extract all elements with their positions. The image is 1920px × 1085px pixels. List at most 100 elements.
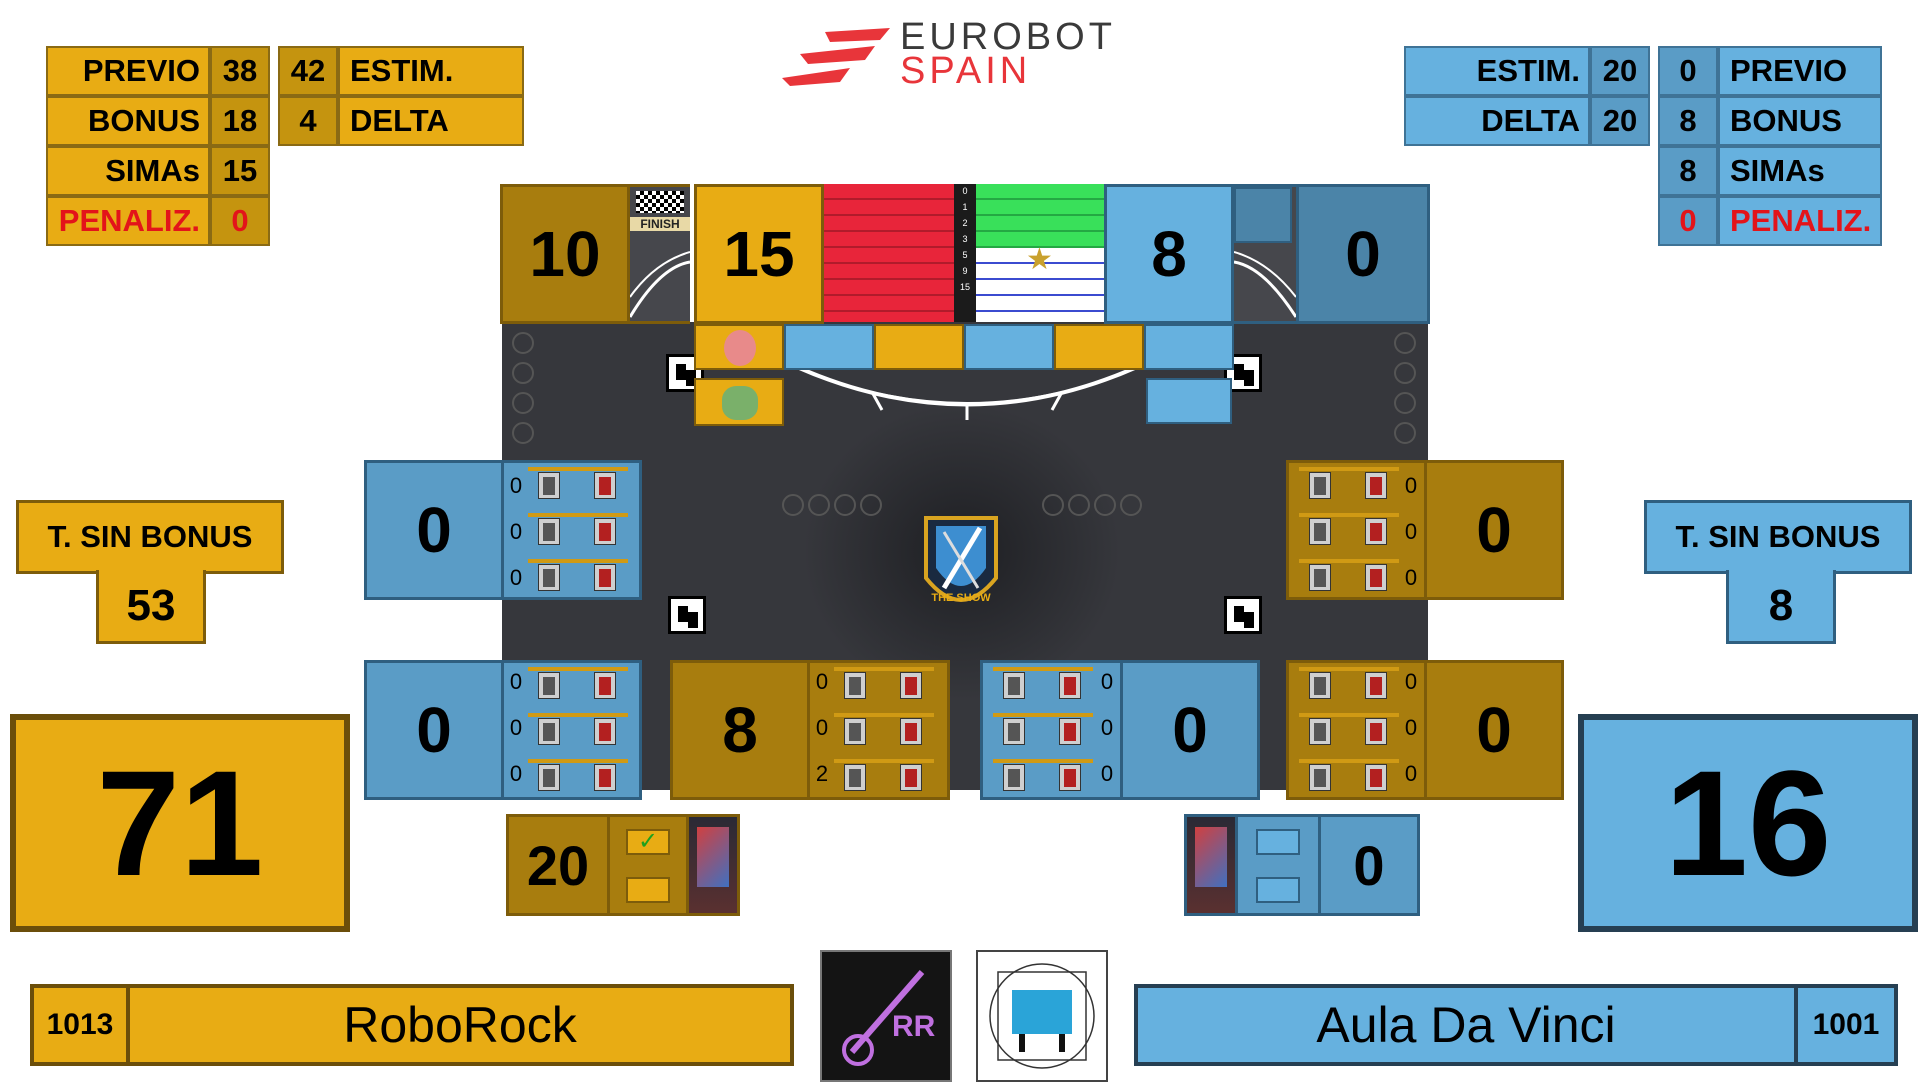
blue-t-sin-bonus-number: 8	[1768, 580, 1794, 630]
blue-team-name-text: Aula Da Vinci	[1316, 997, 1616, 1053]
guitar-gear-icon: RR	[842, 970, 936, 1066]
yellow-t-sin-bonus-label-text: T. SIN BONUS	[47, 519, 253, 554]
yellow-finish-area: FINISH	[630, 184, 690, 324]
yellow-team-name-text: RoboRock	[343, 997, 577, 1053]
yellow-stats-panel: PREVIO 38 BONUS 18 SIMAs 15 PENALIZ. 0 4…	[46, 46, 524, 252]
blue-t-sin-bonus-value: 8	[1726, 570, 1836, 644]
left-upper-shelves: 0 0 0	[504, 460, 642, 600]
blue-team-number: 1001	[1798, 984, 1898, 1066]
can-shelf-icon	[1299, 513, 1399, 545]
can-shelf-icon	[834, 713, 934, 745]
can-shelf-icon	[528, 667, 628, 699]
scale-label: 9	[962, 266, 968, 276]
left-upper-zone-value: 0	[416, 494, 452, 566]
aruco-marker-icon	[1224, 596, 1262, 634]
blue-total-value: 16	[1664, 738, 1832, 907]
yellow-total-score: 71	[10, 714, 350, 932]
yellow-t-sin-bonus-number: 53	[126, 580, 176, 630]
blue-top-zone-value: 0	[1345, 218, 1381, 290]
field-hole	[512, 422, 534, 444]
shelf-count: 0	[815, 715, 829, 740]
star-icon: ★	[1026, 243, 1053, 276]
eurobot-swoosh-icon	[782, 28, 890, 86]
shelf-count: 0	[509, 669, 523, 694]
score-scale: 0 1 2 3 5 9 15	[954, 184, 976, 322]
yellow-simas-value: 15	[210, 146, 270, 196]
shelf-count: 0	[1100, 715, 1114, 740]
green-filled-bars	[976, 184, 1104, 248]
shelf-count: 0	[1404, 669, 1418, 694]
blue-simas-label: SIMAs	[1718, 146, 1882, 196]
shelf-count: 0	[509, 715, 523, 740]
field-hole	[512, 332, 534, 354]
can-shelf-icon	[528, 759, 628, 791]
yellow-t-sin-bonus-value: 53	[96, 570, 206, 644]
aula-da-vinci-logo	[976, 950, 1108, 1082]
yellow-delta-value: 4	[278, 96, 338, 146]
center-show-logo: THE SHOW	[916, 508, 1006, 624]
blue-team-number-text: 1001	[1812, 1008, 1880, 1041]
yellow-end-zone-score: 20	[506, 814, 610, 916]
shelf-count: 0	[1100, 669, 1114, 694]
right-upper-zone-score: 0	[1424, 460, 1564, 600]
field-hole	[1394, 332, 1416, 354]
scale-label: 15	[959, 282, 970, 292]
yellow-bonus-label: BONUS	[46, 96, 210, 146]
shelf-count: 0	[815, 669, 829, 694]
blue-end-zone-score: 0	[1318, 814, 1420, 916]
robot-group-icon	[722, 386, 758, 420]
yellow-previo-label: PREVIO	[46, 46, 210, 96]
shelf-count: 0	[1404, 473, 1418, 498]
mid-left-shelves: 0 0 2	[810, 660, 950, 800]
mid-right-shelves: 0 0 0	[980, 660, 1120, 800]
blue-stats-panel: ESTIM. 20 DELTA 20 0 PREVIO 8 BONUS 8 SI…	[1404, 46, 1882, 252]
robot-figure-icon	[724, 330, 756, 366]
check-box	[1256, 829, 1300, 855]
yellow-penaliz-label: PENALIZ.	[46, 196, 210, 246]
blue-previo-value: 0	[1658, 46, 1718, 96]
blue-estim-label: ESTIM.	[1404, 46, 1590, 96]
field-hole	[1068, 494, 1090, 516]
field-hole	[782, 494, 804, 516]
scale-label: 5	[962, 250, 968, 260]
shelf-count: 0	[1404, 715, 1418, 740]
show-poster-icon	[686, 814, 740, 916]
blue-delta-label: DELTA	[1404, 96, 1590, 146]
playing-field: THE SHOW	[502, 322, 1428, 790]
eurobot-spain-logo: EUROBOT SPAIN	[780, 16, 1150, 92]
green-progress-bars: ★	[976, 184, 1104, 322]
blue-top-center-score: 8	[1104, 184, 1234, 324]
blue-simas-value: 8	[1658, 146, 1718, 196]
yellow-top-center-score: 15	[694, 184, 824, 324]
logo-spain-text: SPAIN	[900, 50, 1032, 92]
blue-crate-slot	[1146, 378, 1232, 424]
yellow-bonus-value: 18	[210, 96, 270, 146]
field-hole	[1094, 494, 1116, 516]
yellow-previo-value: 38	[210, 46, 270, 96]
field-hole	[1394, 392, 1416, 414]
yellow-top-zone-value: 10	[529, 218, 601, 290]
yellow-top-center-value: 15	[723, 218, 795, 290]
field-hole	[860, 494, 882, 516]
mid-left-zone-value: 8	[722, 694, 758, 766]
right-upper-shelves: 0 0 0	[1286, 460, 1424, 600]
can-shelf-icon	[1299, 713, 1399, 745]
yellow-team-number: 1013	[30, 984, 130, 1066]
mid-right-zone-value: 0	[1172, 694, 1208, 766]
blue-estim-value: 20	[1590, 46, 1650, 96]
shelf-count: 2	[815, 761, 829, 786]
right-lower-zone-value: 0	[1476, 694, 1512, 766]
track-curve-icon	[1234, 251, 1296, 318]
shelf-count: 0	[1404, 519, 1418, 544]
field-hole	[1120, 494, 1142, 516]
finish-label: FINISH	[630, 217, 690, 231]
yellow-team-number-text: 1013	[46, 1008, 114, 1041]
empty-bars	[976, 248, 1104, 322]
can-shelf-icon	[528, 559, 628, 591]
scale-label: 2	[962, 218, 968, 228]
check-box: ✓	[626, 829, 670, 855]
scale-label: 3	[962, 234, 968, 244]
yellow-crate-slot	[874, 324, 964, 370]
shelf-count: 0	[509, 519, 523, 544]
yellow-simas-label: SIMAs	[46, 146, 210, 196]
